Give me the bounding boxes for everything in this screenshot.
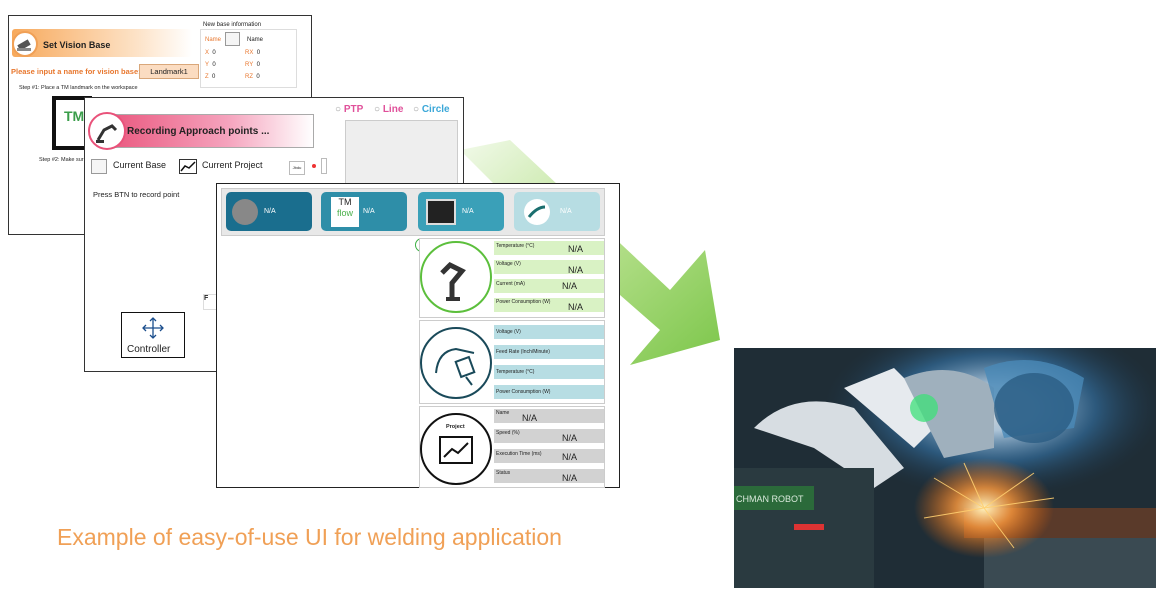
name-value: Name <box>247 37 264 43</box>
press-btn-text: Press BTN to record point <box>93 190 180 199</box>
base-thumb-icon <box>91 159 107 174</box>
project-row-exec-time: Execution Time (ms) N/A <box>494 449 604 463</box>
current-base-label: Current Base <box>113 160 167 170</box>
base-thumb-icon <box>225 32 240 46</box>
robot-circle-icon <box>420 241 492 313</box>
name-label: Name <box>205 37 222 43</box>
record-indicator-icon <box>312 164 316 168</box>
recording-title-bar <box>99 114 314 148</box>
project-chart-icon <box>439 436 473 464</box>
mode-circle[interactable]: ○ Circle <box>413 104 450 115</box>
project-row-status: Status N/A <box>494 469 604 483</box>
step2-text: Step #2: Make sur <box>39 157 84 163</box>
robot-status-button[interactable]: N/A <box>226 192 312 231</box>
monitor-icon <box>426 198 456 225</box>
move-arrows-icon <box>142 317 164 339</box>
coord-z: Z 0 <box>205 74 216 80</box>
new-base-header: New base information <box>203 22 262 28</box>
welder-row-power: Power Consumption (W) <box>494 385 604 399</box>
project-row-name: Name N/A <box>494 409 604 423</box>
robot-arm-icon <box>232 198 258 225</box>
coord-rz: RZ 0 <box>245 74 260 80</box>
set-vision-base-title: Set Vision Base <box>43 40 111 50</box>
current-project-label: Current Project <box>202 160 263 170</box>
robot-status-panel: Temperature (°C) N/A Voltage (V) N/A Cur… <box>419 238 605 318</box>
robot-arm-icon <box>88 112 126 150</box>
coord-y: Y 0 <box>205 62 216 68</box>
robot-row-power: Power Consumption (W) N/A <box>494 298 604 312</box>
new-base-info-box <box>200 29 297 88</box>
recording-title: Recording Approach points ... <box>127 126 270 137</box>
mode-ptp[interactable]: ○ PTP <box>335 104 364 115</box>
step1-text: Step #1: Place a TM landmark on the work… <box>19 85 138 91</box>
project-label: Project <box>446 424 465 430</box>
robot-row-current: Current (mA) N/A <box>494 279 604 293</box>
obscured-fragment: F <box>203 294 217 310</box>
vision-base-name-input[interactable]: Landmark1 <box>139 64 199 79</box>
mode-line[interactable]: ○ Line <box>374 104 404 115</box>
coord-rx: RX 0 <box>245 50 261 56</box>
project-chart-icon <box>179 159 197 174</box>
monitor-button[interactable]: N/A <box>418 192 504 231</box>
photo-brand-text: CHMAN ROBOT <box>736 494 804 504</box>
welding-torch-icon <box>420 327 492 399</box>
welder-row-temperature: Temperature (°C) <box>494 365 604 379</box>
vision-base-prompt: Please input a name for vision base: <box>11 67 141 76</box>
record-slot <box>321 158 327 174</box>
project-row-speed: Speed (%) N/A <box>494 429 604 443</box>
coord-x: X 0 <box>205 50 216 56</box>
controller-button[interactable]: Controller <box>121 312 185 358</box>
welder-status-panel: Voltage (V) Feed Rate (Inch/Minute) Temp… <box>419 320 605 404</box>
project-status-panel: Project Name N/A Speed (%) N/A Execution… <box>419 406 605 488</box>
small-tag: Jbdu <box>289 161 305 175</box>
welder-row-feed-rate: Feed Rate (Inch/Minute) <box>494 345 604 359</box>
caption-text: Example of easy-of-use UI for welding ap… <box>57 524 562 550</box>
welder-row-voltage: Voltage (V) <box>494 325 604 339</box>
robot-row-temperature: Temperature (°C) N/A <box>494 241 604 255</box>
tm-logo-icon: TM <box>64 108 85 124</box>
coord-ry: RY 0 <box>245 62 260 68</box>
welding-photo: CHMAN ROBOT <box>734 348 1156 588</box>
set-vision-base-title-bar <box>12 29 192 57</box>
welding-torch-icon <box>524 198 550 225</box>
controller-label: Controller <box>127 344 171 355</box>
welding-torch-button[interactable]: N/A <box>514 192 600 231</box>
robot-row-voltage: Voltage (V) N/A <box>494 260 604 275</box>
vision-base-icon <box>12 31 38 57</box>
project-circle-icon: Project <box>420 413 492 485</box>
